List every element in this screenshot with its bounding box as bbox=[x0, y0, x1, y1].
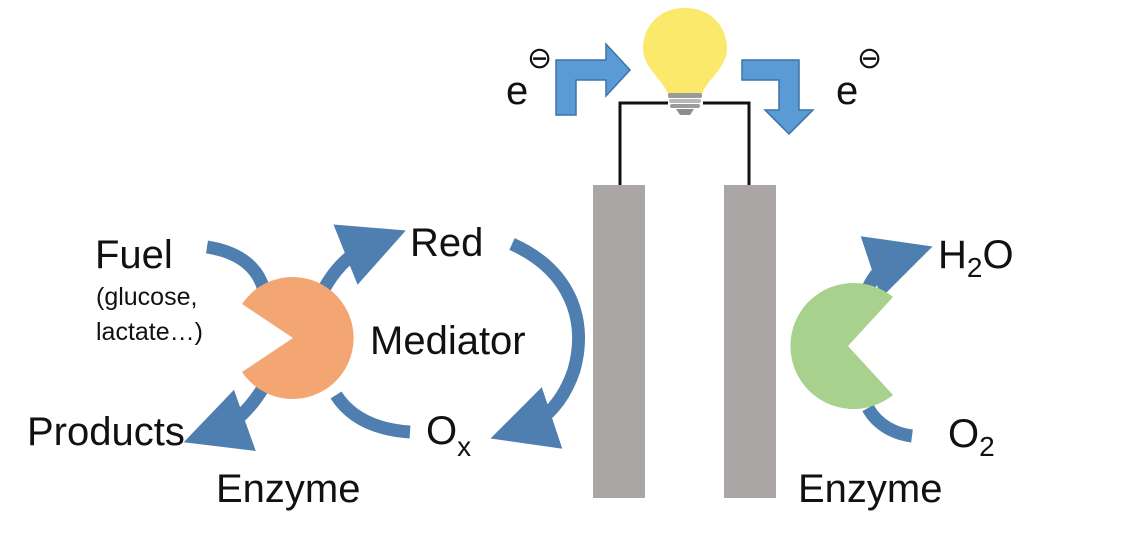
fuel-label: Fuel bbox=[95, 233, 173, 277]
water-label: H2O bbox=[938, 233, 1014, 283]
oxygen-arrow bbox=[862, 404, 914, 443]
anode-electrode bbox=[593, 185, 645, 498]
water-label-sub: 2 bbox=[967, 252, 983, 283]
enzyme-pacman-icon-right bbox=[790, 283, 893, 409]
electron-charge-right: ⊖ bbox=[857, 42, 882, 75]
mediator-label: Mediator bbox=[370, 319, 526, 363]
electron-label-right: e bbox=[836, 69, 858, 113]
electron-arrow-left-icon bbox=[555, 42, 632, 116]
ox-arrow bbox=[330, 391, 411, 439]
oxygen-label-sub: 2 bbox=[979, 431, 995, 462]
ox-label: Ox bbox=[426, 409, 471, 462]
ox-label-main: O bbox=[426, 409, 457, 453]
oxygen-label: O2 bbox=[948, 412, 995, 462]
enzyme-pacman-icon-left bbox=[242, 277, 354, 399]
cathode-electrode bbox=[724, 185, 776, 498]
products-label: Products bbox=[27, 410, 185, 454]
electron-arrow-right-icon bbox=[741, 59, 815, 136]
red-label: Red bbox=[410, 221, 483, 265]
circuit-wires bbox=[618, 101, 751, 185]
electron-label-left: e bbox=[506, 69, 528, 113]
fuel-arrow bbox=[205, 240, 271, 293]
enzyme-label-right: Enzyme bbox=[798, 467, 943, 511]
products-arrow bbox=[183, 384, 269, 451]
water-arrow bbox=[860, 236, 933, 298]
ox-label-sub: x bbox=[457, 431, 471, 462]
cathode-reaction-arrows bbox=[860, 236, 933, 443]
red-arrow bbox=[318, 224, 406, 293]
enzyme-label-left: Enzyme bbox=[216, 467, 361, 511]
electron-charge-left: ⊖ bbox=[527, 42, 552, 75]
anode-reaction-arrows bbox=[183, 224, 585, 451]
mediator-cycle-arrow bbox=[490, 238, 585, 449]
oxygen-label-main: O bbox=[948, 412, 979, 456]
fuel-examples-line2: lactate…) bbox=[96, 318, 203, 346]
water-label-h: H bbox=[938, 233, 967, 277]
light-bulb-icon bbox=[643, 8, 727, 115]
water-label-o: O bbox=[982, 233, 1013, 277]
fuel-examples-line1: (glucose, bbox=[96, 283, 197, 311]
